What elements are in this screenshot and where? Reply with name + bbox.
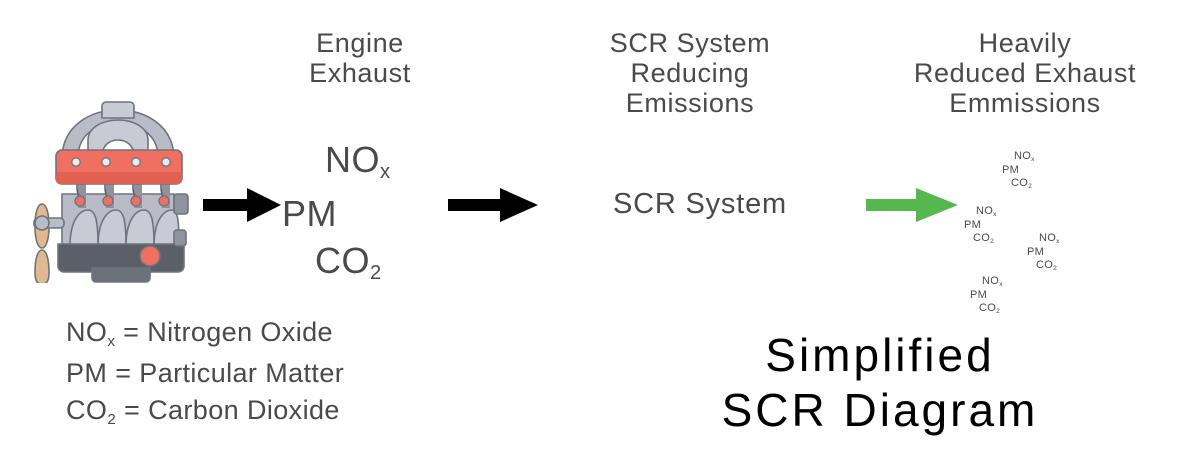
legend-co2-definition: = Carbon Dioxide [116,395,340,425]
legend: NOx = Nitrogen Oxide PM = Particular Mat… [66,314,344,433]
legend-co2-symbol: CO [66,395,108,425]
mini-co2-subscript: 2 [990,237,995,245]
legend-nox-subscript: x [107,332,116,350]
spark-plugs [74,195,170,207]
mini-nox-subscript: x [1031,155,1035,163]
emission-co2-symbol: CO [315,240,370,281]
mini-co2-subscript: 2 [1053,264,1058,272]
mini-nox-subscript: x [999,280,1003,288]
arrow-scr-to-reduced [866,188,958,227]
mini-co2-symbol: CO [1011,177,1029,189]
diagram-title: Simplified SCR Diagram [721,329,1039,436]
arrow-black-icon [203,188,281,222]
mini-co2: CO2 [1000,177,1070,191]
legend-row-co2: CO2 = Carbon Dioxide [66,392,344,433]
mini-co2-subscript: 2 [996,307,1001,315]
mini-nox-symbol: NO [1014,150,1032,162]
legend-pm-definition: = Particular Matter [107,358,345,388]
engine-illustration [18,98,218,288]
reduced-emission-cluster: NOx PM CO2 [968,275,1038,316]
mini-nox-subscript: x [993,210,997,218]
mini-nox-symbol: NO [1039,232,1057,244]
legend-nox-symbol: NO [66,317,108,347]
valve-cover-bolts [71,157,171,167]
mini-pm: PM [964,219,982,231]
reduced-emission-cluster: NOx PM CO2 [1000,150,1070,191]
legend-co2-subscript: 2 [107,410,117,428]
emission-co2: CO2 [270,237,450,291]
fan-hub [34,215,50,231]
heading-heavily-reduced-exhaust-emmissions: Heavily Reduced Exhaust Emmissions [913,28,1137,118]
emission-pm: PM [282,193,337,234]
reduced-emission-cluster: NOx PM CO2 [1025,232,1095,273]
mini-nox-symbol: NO [976,205,994,217]
legend-row-pm: PM = Particular Matter [66,355,344,392]
emission-nox: NOx [270,136,450,190]
mini-nox: NOx [1025,232,1095,246]
mini-nox: NOx [968,275,1038,289]
emission-co2-subscript: 2 [370,262,382,285]
mini-pm: PM [970,289,988,301]
emission-nox-subscript: x [380,161,391,184]
mini-nox: NOx [1000,150,1070,164]
mini-co2-symbol: CO [979,302,997,314]
engine-svg [33,101,189,285]
exhaust-emissions-list: NOx PM CO2 [270,136,450,291]
arrow-exhaust-to-scr [448,188,538,227]
legend-row-nox: NOx = Nitrogen Oxide [66,314,344,355]
cylinder-posts [78,182,170,208]
arrow-green-icon [866,188,958,222]
mini-co2: CO2 [968,302,1038,316]
crank-pulley [139,245,161,267]
heading-engine-exhaust: Engine Exhaust [309,28,411,88]
mini-co2-symbol: CO [973,232,991,244]
mini-co2: CO2 [962,232,1032,246]
mini-co2: CO2 [1025,259,1095,273]
exhaust-outlet-stub [173,193,189,215]
legend-nox-definition: = Nitrogen Oxide [115,317,333,347]
mini-co2-symbol: CO [1036,259,1054,271]
engine-mount-right [173,229,187,247]
mini-nox-symbol: NO [982,275,1000,287]
emission-nox-symbol: NO [325,139,380,180]
legend-pm-symbol: PM [66,358,108,388]
mini-nox: NOx [962,205,1032,219]
mini-co2-subscript: 2 [1028,182,1033,190]
fan-blade-lower [34,249,50,285]
mini-pm: PM [1002,164,1020,176]
arrow-black-icon [448,188,538,222]
oil-sump [91,267,151,283]
scr-system-label: SCR System [613,188,787,220]
reduced-emission-cluster: NOx PM CO2 [962,205,1032,246]
mini-nox-subscript: x [1056,237,1060,245]
valve-cover-shadow [56,172,182,184]
mini-pm: PM [1027,246,1045,258]
heading-scr-system-reducing-emissions: SCR System Reducing Emissions [609,28,771,118]
arrow-engine-to-exhaust [203,188,281,227]
intake-neck [101,101,135,119]
